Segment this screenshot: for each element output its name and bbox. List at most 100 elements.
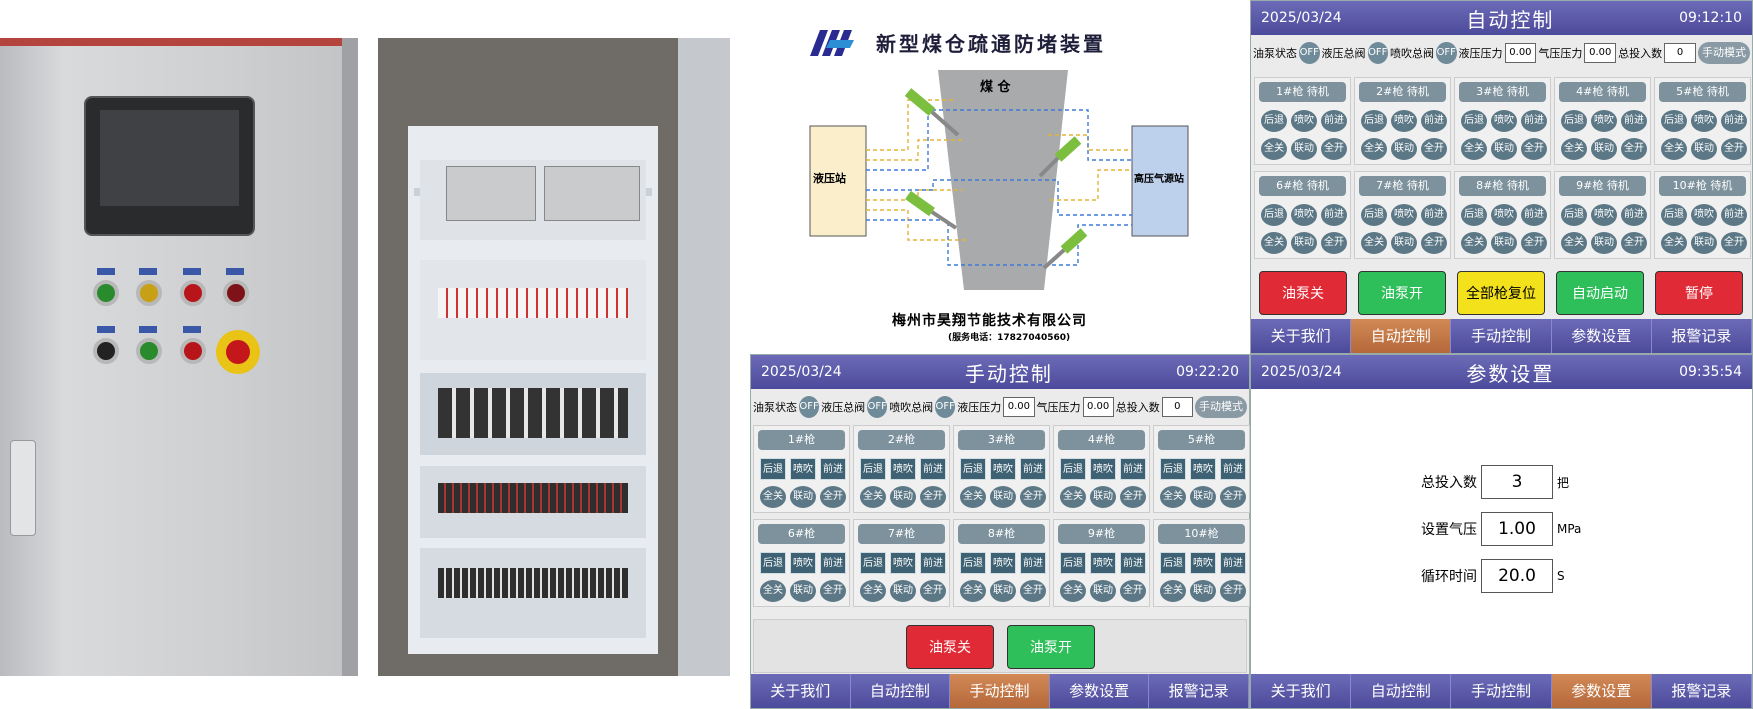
blow-button[interactable]: 喷吹 bbox=[990, 458, 1016, 480]
all-open-button[interactable]: 全开 bbox=[1220, 486, 1246, 508]
link-button[interactable]: 联动 bbox=[1491, 138, 1517, 160]
retract-button[interactable]: 后退 bbox=[1060, 552, 1086, 574]
blow-button[interactable]: 喷吹 bbox=[1291, 110, 1317, 132]
all-close-button[interactable]: 全关 bbox=[1160, 580, 1186, 602]
pump-on-button[interactable]: 油泵开 bbox=[1007, 625, 1095, 669]
air-pressure-input[interactable]: 1.00 bbox=[1481, 512, 1553, 546]
advance-button[interactable]: 前进 bbox=[1120, 458, 1146, 480]
advance-button[interactable]: 前进 bbox=[1721, 110, 1747, 132]
nav-about[interactable]: 关于我们 bbox=[751, 674, 851, 708]
advance-button[interactable]: 前进 bbox=[1020, 552, 1046, 574]
nav-about[interactable]: 关于我们 bbox=[1251, 674, 1352, 708]
retract-button[interactable]: 后退 bbox=[1561, 204, 1587, 226]
link-button[interactable]: 联动 bbox=[1391, 138, 1417, 160]
advance-button[interactable]: 前进 bbox=[1521, 110, 1547, 132]
retract-button[interactable]: 后退 bbox=[960, 552, 986, 574]
advance-button[interactable]: 前进 bbox=[820, 552, 846, 574]
advance-button[interactable]: 前进 bbox=[1621, 204, 1647, 226]
link-button[interactable]: 联动 bbox=[1291, 232, 1317, 254]
nav-about[interactable]: 关于我们 bbox=[1251, 319, 1352, 353]
advance-button[interactable]: 前进 bbox=[1020, 458, 1046, 480]
cycle-time-input[interactable]: 20.0 bbox=[1481, 559, 1553, 593]
advance-button[interactable]: 前进 bbox=[920, 552, 946, 574]
advance-button[interactable]: 前进 bbox=[1321, 204, 1347, 226]
all-open-button[interactable]: 全开 bbox=[820, 486, 846, 508]
all-close-button[interactable]: 全关 bbox=[1160, 486, 1186, 508]
blow-button[interactable]: 喷吹 bbox=[1190, 458, 1216, 480]
retract-button[interactable]: 后退 bbox=[1261, 110, 1287, 132]
link-button[interactable]: 联动 bbox=[990, 486, 1016, 508]
retract-button[interactable]: 后退 bbox=[1060, 458, 1086, 480]
link-button[interactable]: 联动 bbox=[1090, 486, 1116, 508]
all-open-button[interactable]: 全开 bbox=[1020, 486, 1046, 508]
link-button[interactable]: 联动 bbox=[1190, 486, 1216, 508]
mode-button[interactable]: 手动模式 bbox=[1697, 42, 1750, 64]
advance-button[interactable]: 前进 bbox=[1321, 110, 1347, 132]
blow-button[interactable]: 喷吹 bbox=[890, 552, 916, 574]
link-button[interactable]: 联动 bbox=[1691, 138, 1717, 160]
all-close-button[interactable]: 全关 bbox=[1361, 232, 1387, 254]
pump-off-button[interactable]: 油泵关 bbox=[1259, 271, 1347, 315]
all-close-button[interactable]: 全关 bbox=[1361, 138, 1387, 160]
nav-manual-control[interactable]: 手动控制 bbox=[1451, 674, 1552, 708]
all-close-button[interactable]: 全关 bbox=[760, 486, 786, 508]
advance-button[interactable]: 前进 bbox=[1421, 204, 1447, 226]
nav-parameters[interactable]: 参数设置 bbox=[1049, 674, 1150, 708]
all-open-button[interactable]: 全开 bbox=[1321, 232, 1347, 254]
all-open-button[interactable]: 全开 bbox=[1120, 580, 1146, 602]
blow-button[interactable]: 喷吹 bbox=[890, 458, 916, 480]
all-close-button[interactable]: 全关 bbox=[1060, 486, 1086, 508]
all-close-button[interactable]: 全关 bbox=[1461, 138, 1487, 160]
link-button[interactable]: 联动 bbox=[1491, 232, 1517, 254]
all-open-button[interactable]: 全开 bbox=[1521, 138, 1547, 160]
advance-button[interactable]: 前进 bbox=[1220, 458, 1246, 480]
advance-button[interactable]: 前进 bbox=[1521, 204, 1547, 226]
nav-parameters[interactable]: 参数设置 bbox=[1551, 674, 1652, 708]
nav-manual-control[interactable]: 手动控制 bbox=[950, 674, 1050, 708]
link-button[interactable]: 联动 bbox=[990, 580, 1016, 602]
blow-button[interactable]: 喷吹 bbox=[1491, 110, 1517, 132]
link-button[interactable]: 联动 bbox=[890, 486, 916, 508]
all-close-button[interactable]: 全关 bbox=[1060, 580, 1086, 602]
all-open-button[interactable]: 全开 bbox=[1120, 486, 1146, 508]
all-open-button[interactable]: 全开 bbox=[1721, 138, 1747, 160]
advance-button[interactable]: 前进 bbox=[1220, 552, 1246, 574]
all-close-button[interactable]: 全关 bbox=[1261, 138, 1287, 160]
retract-button[interactable]: 后退 bbox=[1661, 204, 1687, 226]
all-open-button[interactable]: 全开 bbox=[1621, 232, 1647, 254]
blow-button[interactable]: 喷吹 bbox=[1591, 204, 1617, 226]
link-button[interactable]: 联动 bbox=[1691, 232, 1717, 254]
link-button[interactable]: 联动 bbox=[1190, 580, 1216, 602]
nav-parameters[interactable]: 参数设置 bbox=[1551, 319, 1652, 353]
retract-button[interactable]: 后退 bbox=[960, 458, 986, 480]
retract-button[interactable]: 后退 bbox=[860, 458, 886, 480]
blow-button[interactable]: 喷吹 bbox=[1291, 204, 1317, 226]
nav-manual-control[interactable]: 手动控制 bbox=[1451, 319, 1552, 353]
blow-button[interactable]: 喷吹 bbox=[790, 458, 816, 480]
all-close-button[interactable]: 全关 bbox=[860, 580, 886, 602]
all-close-button[interactable]: 全关 bbox=[1261, 232, 1287, 254]
blow-button[interactable]: 喷吹 bbox=[1691, 110, 1717, 132]
link-button[interactable]: 联动 bbox=[1591, 232, 1617, 254]
retract-button[interactable]: 后退 bbox=[1160, 458, 1186, 480]
all-close-button[interactable]: 全关 bbox=[760, 580, 786, 602]
all-open-button[interactable]: 全开 bbox=[1721, 232, 1747, 254]
nav-alarm-log[interactable]: 报警记录 bbox=[1651, 674, 1753, 708]
all-close-button[interactable]: 全关 bbox=[1661, 138, 1687, 160]
retract-button[interactable]: 后退 bbox=[1661, 110, 1687, 132]
total-count-input[interactable]: 3 bbox=[1481, 465, 1553, 499]
all-close-button[interactable]: 全关 bbox=[1461, 232, 1487, 254]
blow-button[interactable]: 喷吹 bbox=[1090, 552, 1116, 574]
nav-auto-control[interactable]: 自动控制 bbox=[1351, 674, 1452, 708]
pump-off-button[interactable]: 油泵关 bbox=[906, 625, 994, 669]
blow-button[interactable]: 喷吹 bbox=[1691, 204, 1717, 226]
all-close-button[interactable]: 全关 bbox=[1561, 138, 1587, 160]
blow-button[interactable]: 喷吹 bbox=[1491, 204, 1517, 226]
blow-button[interactable]: 喷吹 bbox=[1190, 552, 1216, 574]
mode-button[interactable]: 手动模式 bbox=[1194, 396, 1247, 418]
all-close-button[interactable]: 全关 bbox=[960, 580, 986, 602]
blow-button[interactable]: 喷吹 bbox=[1391, 110, 1417, 132]
all-open-button[interactable]: 全开 bbox=[920, 580, 946, 602]
blow-button[interactable]: 喷吹 bbox=[1391, 204, 1417, 226]
blow-button[interactable]: 喷吹 bbox=[1591, 110, 1617, 132]
